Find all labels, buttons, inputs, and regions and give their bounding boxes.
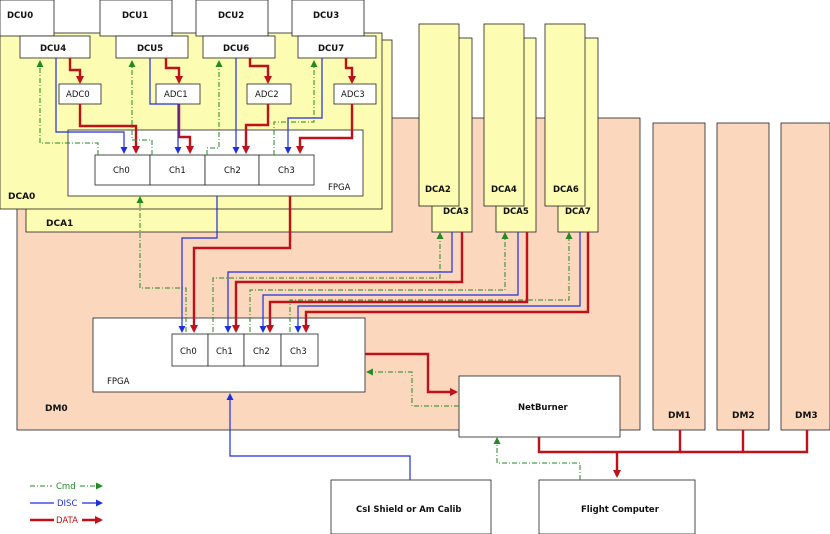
dca-ch3-label: Ch3 bbox=[278, 166, 295, 176]
dcu6-box: DCU6 bbox=[202, 35, 276, 59]
dm2-board: DM2 bbox=[716, 122, 770, 431]
fpga-link-lines bbox=[136, 196, 292, 333]
adc1-box: ADC1 bbox=[155, 83, 201, 105]
dcu0-label: DCU0 bbox=[7, 11, 33, 21]
adc3-box: ADC3 bbox=[333, 83, 377, 105]
dcu2-box: DCU2 bbox=[195, 0, 269, 37]
adc0-box: ADC0 bbox=[58, 83, 102, 105]
dca-ch0-label: Ch0 bbox=[113, 166, 130, 176]
dca6-board: DCA6 bbox=[544, 23, 586, 207]
csi-shield-box: CsI Shield or Am Calib bbox=[330, 479, 492, 534]
legend-data: DATA bbox=[30, 514, 103, 526]
dca6-label: DCA6 bbox=[553, 185, 579, 195]
netburner-box: NetBurner bbox=[458, 375, 621, 438]
legend-disc-label: DISC bbox=[57, 499, 77, 509]
dm-ch2-label: Ch2 bbox=[253, 347, 270, 357]
dca4-board: DCA4 bbox=[483, 23, 525, 207]
adc-channel-data-lines bbox=[78, 104, 354, 154]
dcu6-label: DCU6 bbox=[223, 44, 249, 54]
dca7-label: DCA7 bbox=[565, 207, 591, 217]
legend-data-label: DATA bbox=[56, 516, 78, 526]
dm-bus-lines bbox=[493, 430, 809, 480]
dcu1-label: DCU1 bbox=[122, 11, 148, 21]
adc2-label: ADC2 bbox=[255, 90, 279, 100]
dca3-label: DCA3 bbox=[443, 207, 469, 217]
dcu1-box: DCU1 bbox=[99, 0, 173, 37]
csi-shield-label: CsI Shield or Am Calib bbox=[356, 505, 462, 515]
dcu3-box: DCU3 bbox=[291, 0, 365, 37]
dm0-label: DM0 bbox=[45, 404, 68, 414]
legend-cmd: Cmd bbox=[30, 480, 103, 492]
dca-right-link-lines bbox=[212, 232, 590, 333]
dca1-label: DCA1 bbox=[46, 219, 73, 229]
dcu4-box: DCU4 bbox=[19, 35, 91, 59]
dcu-channel-disc-lines bbox=[55, 58, 323, 154]
dca2-label: DCA2 bbox=[425, 185, 451, 195]
channel-dcu-cmd-lines bbox=[36, 60, 318, 155]
dm-ch3-label: Ch3 bbox=[290, 347, 307, 357]
adc0-label: ADC0 bbox=[66, 90, 90, 100]
csi-fpga-disc-line bbox=[226, 393, 411, 480]
dm1-board: DM1 bbox=[652, 122, 706, 431]
legend: Cmd DISC DATA bbox=[30, 480, 103, 526]
dm2-label: DM2 bbox=[732, 411, 755, 421]
dca0-label: DCA0 bbox=[8, 192, 35, 202]
netburner-label: NetBurner bbox=[518, 403, 568, 413]
dm-ch1-label: Ch1 bbox=[216, 347, 233, 357]
adc2-box: ADC2 bbox=[246, 83, 292, 105]
dm-fpga-channels: Ch0 Ch1 Ch2 Ch3 bbox=[171, 333, 319, 367]
dca2-board: DCA2 bbox=[418, 23, 460, 207]
dcu2-label: DCU2 bbox=[218, 11, 244, 21]
dca5-label: DCA5 bbox=[503, 207, 529, 217]
dcu3-label: DCU3 bbox=[313, 11, 339, 21]
flight-computer-box: Flight Computer bbox=[538, 479, 696, 534]
dm-fpga-label: FPGA bbox=[107, 377, 130, 387]
flight-computer-label: Flight Computer bbox=[581, 505, 660, 515]
dca-fpga-channels: Ch0 Ch1 Ch2 Ch3 bbox=[94, 154, 315, 186]
adc1-label: ADC1 bbox=[164, 90, 188, 100]
dcu-adc-data-lines bbox=[68, 58, 356, 84]
dca4-label: DCA4 bbox=[491, 185, 517, 195]
dca-ch1-label: Ch1 bbox=[169, 166, 186, 176]
legend-cmd-label: Cmd bbox=[56, 482, 76, 492]
dca-fpga-label: FPGA bbox=[328, 183, 351, 193]
dcu5-label: DCU5 bbox=[137, 44, 163, 54]
dm3-board: DM3 bbox=[780, 122, 830, 431]
legend-disc: DISC bbox=[30, 497, 103, 509]
fpga-netburner-lines bbox=[365, 352, 459, 407]
dm3-label: DM3 bbox=[795, 411, 818, 421]
adc3-label: ADC3 bbox=[341, 90, 365, 100]
dcu7-box: DCU7 bbox=[297, 35, 377, 59]
dcu0-box: DCU0 bbox=[0, 0, 55, 37]
dca-ch2-label: Ch2 bbox=[224, 166, 241, 176]
dcu5-box: DCU5 bbox=[115, 35, 189, 59]
dcu7-label: DCU7 bbox=[318, 44, 344, 54]
dm1-label: DM1 bbox=[668, 411, 691, 421]
dm-ch0-label: Ch0 bbox=[180, 347, 197, 357]
dcu4-label: DCU4 bbox=[40, 44, 66, 54]
